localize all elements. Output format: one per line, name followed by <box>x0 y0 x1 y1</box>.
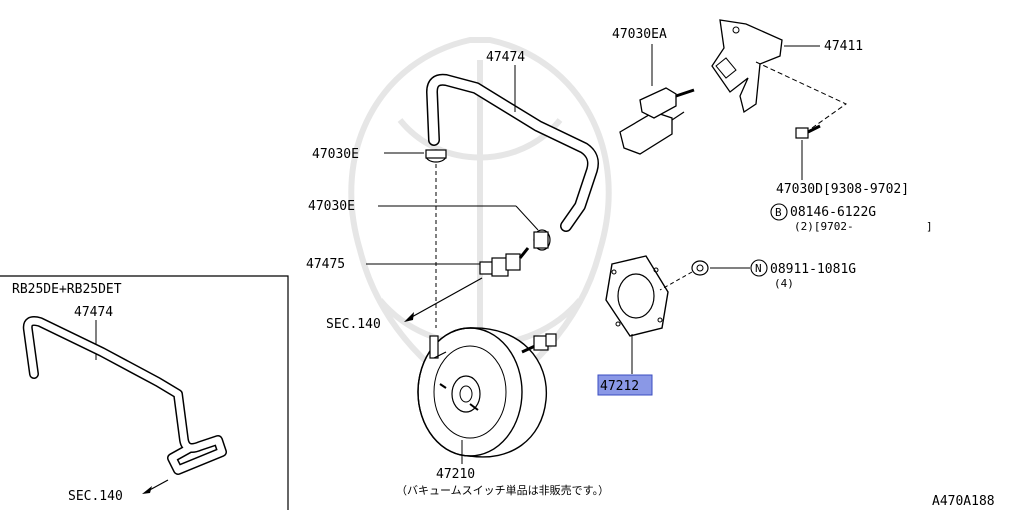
check-valve-47475 <box>479 247 530 277</box>
label-47212: 47212 <box>600 379 639 394</box>
label-bolt-qty-close: ] <box>926 220 933 233</box>
label-bolt-qty: (2)[9702- <box>794 220 854 233</box>
label-47411: 47411 <box>824 39 863 54</box>
vacuum-hose-47474 <box>426 73 599 232</box>
label-bolt-ref: 08146-6122G <box>790 205 876 220</box>
bracket-47411 <box>711 19 783 114</box>
label-nut-ref: 08911-1081G <box>770 262 856 277</box>
vacuum-switch-note: （バキュームスイッチ単品は非販売です。） <box>396 483 609 497</box>
nut-08911 <box>691 260 709 276</box>
badge-n <box>750 259 768 277</box>
bolt-47030D <box>795 124 821 139</box>
inset-sec140-label: SEC.140 <box>68 489 123 504</box>
label-47030EA: 47030EA <box>612 27 667 42</box>
diagram-id: A470A188 <box>932 494 995 509</box>
label-47030D: 47030D[9308-9702] <box>776 182 909 197</box>
badge-b <box>770 203 788 221</box>
hose-clamp-mid <box>533 229 551 251</box>
label-47210: 47210 <box>436 467 475 482</box>
label-47475: 47475 <box>306 257 345 272</box>
label-nut-qty: (4) <box>774 277 794 290</box>
hose-clamp-top <box>425 149 447 163</box>
inset-title: RB25DE+RB25DET <box>12 282 122 297</box>
bracket-47030EA <box>619 87 695 155</box>
label-47474: 47474 <box>486 50 525 65</box>
inset-part-label: 47474 <box>74 305 113 320</box>
label-sec140: SEC.140 <box>326 317 381 332</box>
gasket-47212 <box>605 255 669 337</box>
brake-booster-47210 <box>417 327 557 458</box>
label-47030E-top: 47030E <box>312 147 359 162</box>
highlight-47212[interactable] <box>597 374 653 396</box>
label-47030E-mid: 47030E <box>308 199 355 214</box>
badge-n-text: N <box>755 262 762 275</box>
badge-b-text: B <box>775 206 782 219</box>
inset-variant-box: RB25DE+RB25DET 47474 SEC.140 <box>0 275 289 510</box>
